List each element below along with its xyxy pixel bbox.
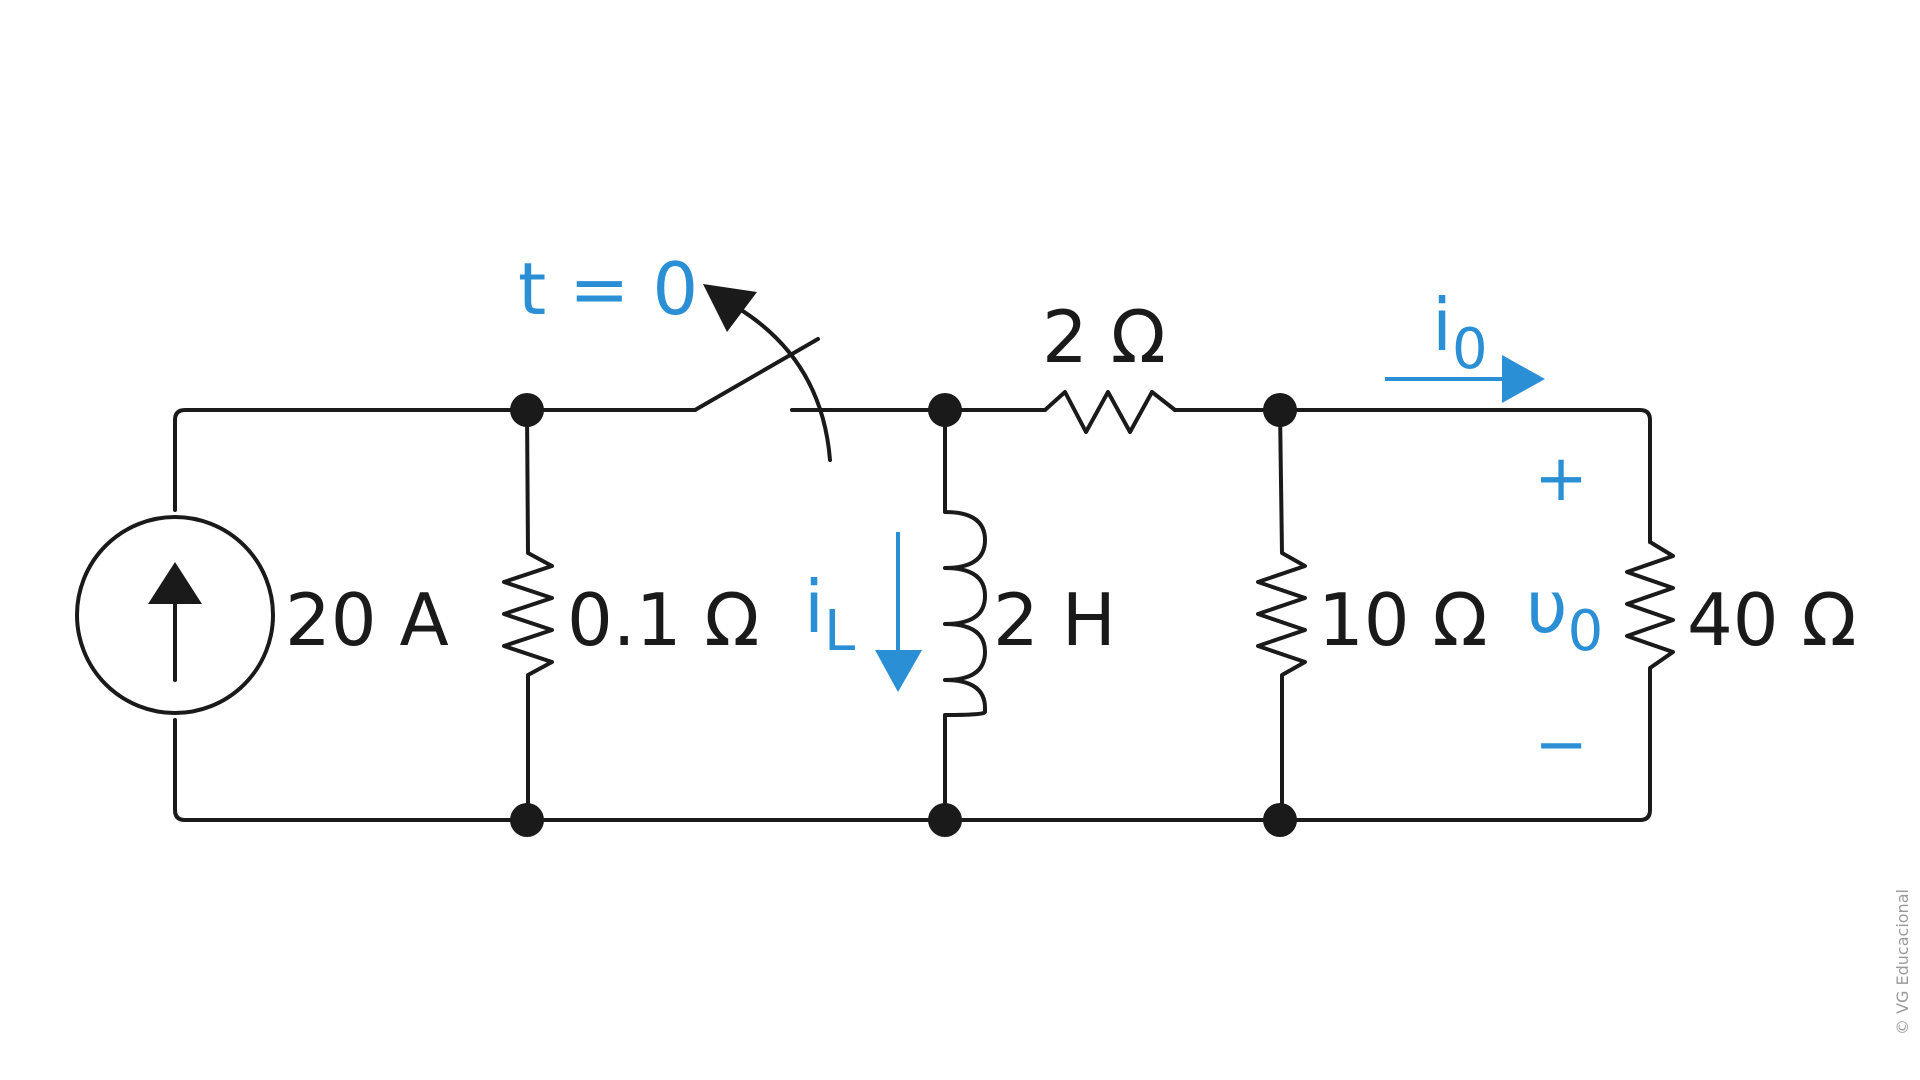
minus-sign: − [1534, 708, 1588, 782]
inductor-2H [943, 408, 987, 822]
inductor-current-main: i [804, 565, 824, 649]
output-current-label: i0 [1432, 283, 1488, 382]
resistor-40-ohm [1625, 540, 1675, 720]
nodes [510, 393, 1297, 837]
output-voltage-sub: 0 [1568, 599, 1604, 664]
r3-value-label: 40 Ω [1687, 578, 1857, 662]
switch-time-label: t = 0 [518, 247, 698, 331]
node [510, 393, 544, 427]
resistor-10-ohm [1256, 408, 1307, 822]
r1-value-label: 0.1 Ω [567, 578, 759, 662]
bottom-rail [173, 716, 1652, 822]
inductor-current-sub: L [824, 599, 855, 664]
node [1263, 393, 1297, 427]
output-current-sub: 0 [1452, 317, 1488, 382]
inductor-current-arrow [875, 532, 922, 692]
node [928, 803, 962, 837]
node [928, 393, 962, 427]
output-current-arrow [1385, 355, 1545, 403]
output-voltage-main: υ [1526, 565, 1568, 649]
resistor-2-ohm [1043, 390, 1177, 434]
top-rail [173, 408, 1652, 544]
r2-value-label: 10 Ω [1318, 578, 1488, 662]
r-series-value-label: 2 Ω [1042, 295, 1166, 379]
switch [693, 284, 832, 462]
output-current-main: i [1432, 283, 1452, 367]
inductor-current-label: iL [804, 565, 855, 664]
node [1263, 803, 1297, 837]
current-source [75, 515, 275, 715]
inductor-value-label: 2 H [993, 578, 1116, 662]
copyright-text: © VG Educacional [1893, 889, 1912, 1035]
source-value-label: 20 A [285, 578, 449, 662]
node [510, 803, 544, 837]
plus-sign: + [1534, 442, 1588, 516]
output-voltage-label: υ0 [1526, 565, 1603, 664]
resistor-0.1-ohm [502, 408, 554, 822]
